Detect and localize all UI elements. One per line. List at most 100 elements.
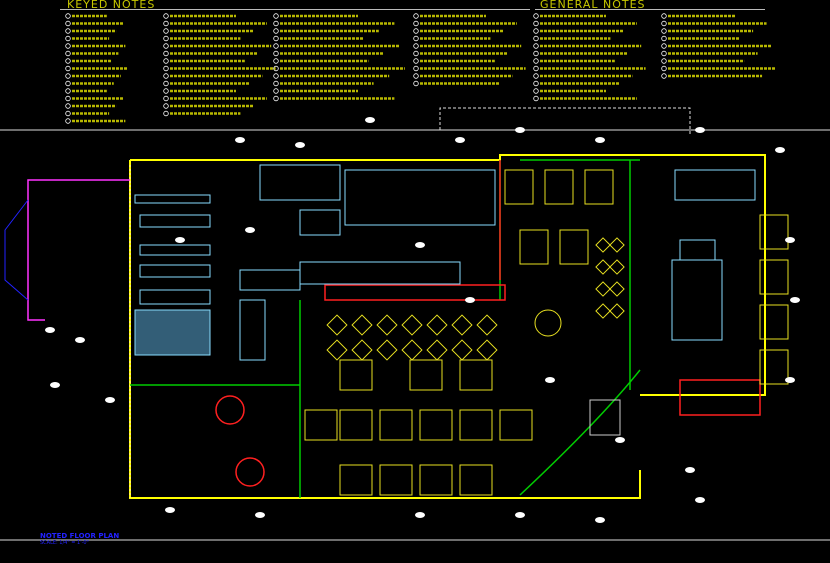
keynote-tag bbox=[45, 327, 55, 333]
note-bullet bbox=[273, 88, 279, 94]
note-bullet bbox=[661, 28, 667, 34]
note-bullet bbox=[661, 20, 667, 27]
note-bullet bbox=[273, 28, 279, 34]
keynote-tag bbox=[785, 237, 795, 243]
table bbox=[451, 339, 473, 361]
note-bullet bbox=[413, 28, 419, 34]
booth bbox=[379, 464, 413, 496]
note-bullet bbox=[533, 88, 539, 94]
keynote-tag bbox=[235, 137, 245, 143]
table bbox=[376, 314, 398, 336]
table bbox=[326, 314, 348, 336]
booth bbox=[544, 169, 574, 205]
red-elements bbox=[215, 160, 761, 487]
booth bbox=[339, 409, 373, 441]
kitchen-equipment bbox=[134, 164, 756, 361]
keynote-tag bbox=[165, 507, 175, 513]
note-bullet bbox=[65, 95, 71, 102]
note-bullet bbox=[163, 110, 169, 117]
note-bullet bbox=[163, 35, 169, 42]
booth bbox=[584, 169, 614, 205]
keynote-tag bbox=[175, 237, 185, 243]
keynote-tag bbox=[695, 497, 705, 503]
note-bullet bbox=[533, 50, 539, 57]
note-bullet bbox=[413, 50, 419, 57]
table bbox=[609, 237, 625, 253]
keynote-tag bbox=[595, 517, 605, 523]
note-bullet bbox=[163, 88, 169, 94]
note-bullet bbox=[163, 95, 169, 102]
keynote-tag bbox=[75, 337, 85, 343]
keynote-tag bbox=[695, 127, 705, 133]
table bbox=[609, 259, 625, 275]
keynote-tag bbox=[50, 382, 60, 388]
note-bullet bbox=[413, 73, 419, 79]
keyed-notes-rule bbox=[60, 9, 530, 10]
keynote-tag bbox=[595, 137, 605, 143]
general-notes-heading: GENERAL NOTES bbox=[540, 0, 646, 11]
dining-tables bbox=[326, 237, 625, 361]
note-bullet bbox=[65, 110, 71, 117]
note-bullet bbox=[661, 35, 667, 42]
booth bbox=[759, 214, 789, 250]
note-bullet bbox=[65, 65, 71, 72]
table bbox=[609, 303, 625, 319]
booth bbox=[379, 409, 413, 441]
note-bullet bbox=[661, 73, 667, 79]
table bbox=[476, 314, 498, 336]
note-bullet bbox=[661, 58, 667, 64]
note-bullet bbox=[273, 95, 279, 102]
note-bullet bbox=[273, 80, 279, 87]
round-table bbox=[534, 309, 562, 337]
note-bullet bbox=[65, 80, 71, 87]
booth bbox=[459, 359, 493, 391]
drawing-title: NOTED FLOOR PLAN bbox=[40, 532, 120, 540]
booth bbox=[759, 304, 789, 340]
note-bullet bbox=[273, 73, 279, 79]
table bbox=[595, 303, 611, 319]
keynote-tag bbox=[255, 512, 265, 518]
note-bullet bbox=[163, 58, 169, 64]
note-bullet bbox=[533, 65, 539, 72]
booth bbox=[419, 464, 453, 496]
keynote-tag bbox=[455, 137, 465, 143]
table bbox=[595, 259, 611, 275]
note-bullet bbox=[533, 28, 539, 34]
table bbox=[451, 314, 473, 336]
note-bullet bbox=[65, 13, 71, 19]
note-bullet bbox=[163, 80, 169, 87]
keynote-tag bbox=[545, 377, 555, 383]
keynote-tag bbox=[245, 227, 255, 233]
keynote-tag bbox=[785, 377, 795, 383]
note-bullet bbox=[163, 20, 169, 27]
booth bbox=[759, 259, 789, 295]
note-bullet bbox=[163, 103, 169, 109]
keynote-tag bbox=[105, 397, 115, 403]
keynote-tag bbox=[790, 297, 800, 303]
note-bullet bbox=[413, 65, 419, 72]
table bbox=[376, 339, 398, 361]
patio-outline bbox=[439, 107, 691, 135]
booth bbox=[419, 409, 453, 441]
table bbox=[401, 314, 423, 336]
keynote-tag bbox=[415, 242, 425, 248]
building-walls bbox=[129, 154, 766, 499]
note-bullet bbox=[413, 20, 419, 27]
keynote-tag bbox=[615, 437, 625, 443]
note-bullet bbox=[163, 65, 169, 72]
note-bullet bbox=[65, 50, 71, 57]
entry-vestibule bbox=[27, 179, 130, 321]
booth bbox=[409, 359, 443, 391]
note-bullet bbox=[661, 43, 667, 49]
booth bbox=[304, 409, 338, 441]
note-bullet bbox=[163, 43, 169, 49]
table bbox=[609, 281, 625, 297]
keynote-tag bbox=[685, 467, 695, 473]
keynote-tag bbox=[775, 147, 785, 153]
note-bullet bbox=[273, 58, 279, 64]
table bbox=[426, 314, 448, 336]
note-bullet bbox=[413, 13, 419, 19]
table bbox=[351, 339, 373, 361]
note-bullet bbox=[65, 103, 71, 109]
